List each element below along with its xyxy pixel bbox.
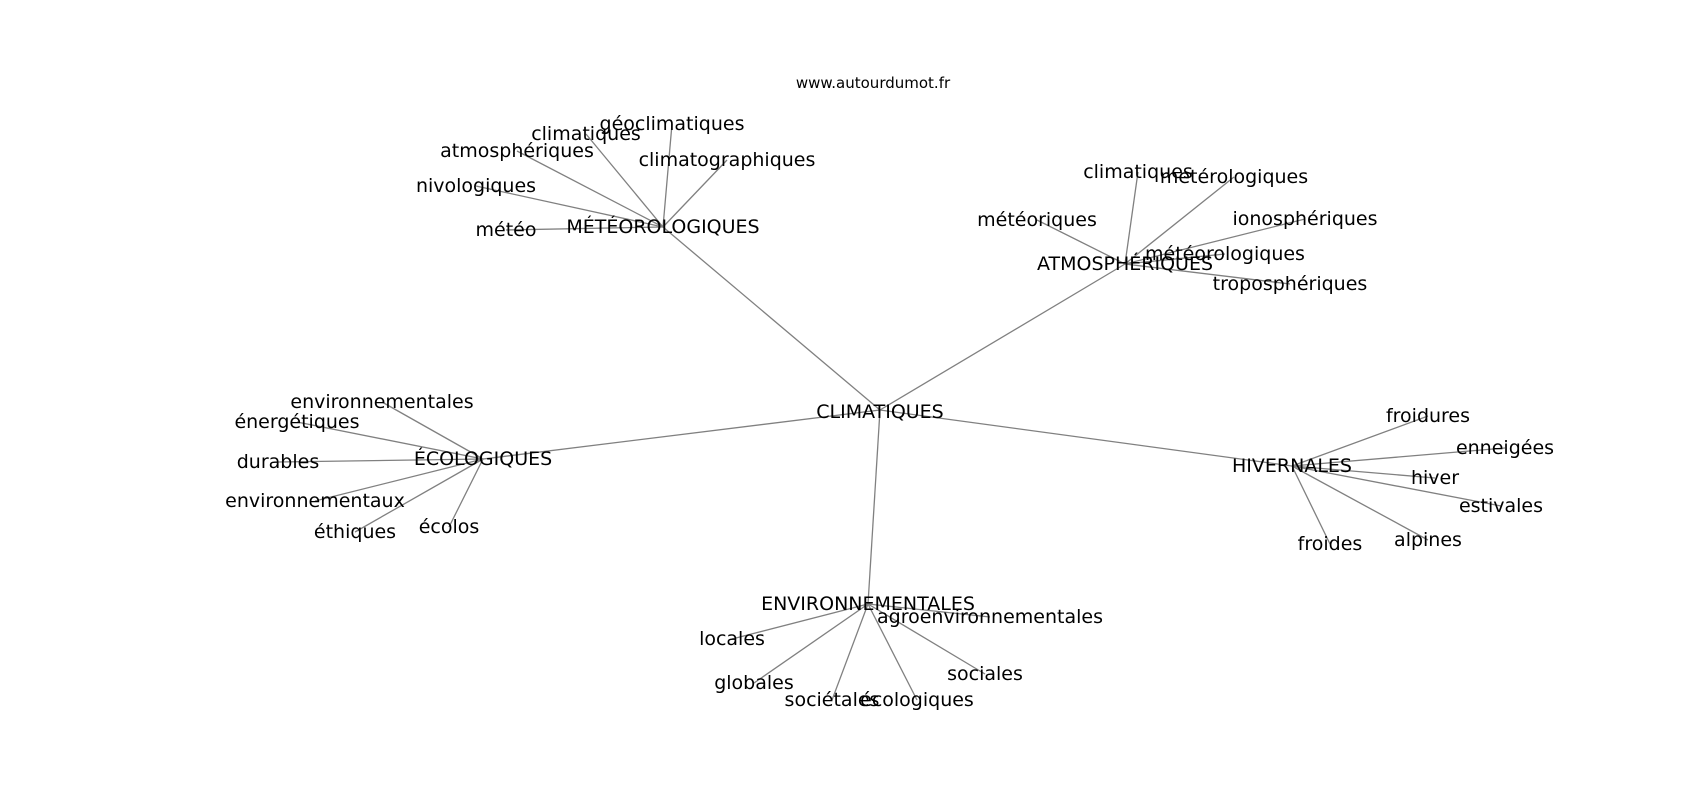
edge-hub-to-word xyxy=(585,133,664,228)
edge-hub-to-word xyxy=(1124,171,1139,265)
edge-hub-to-word xyxy=(381,401,484,460)
related-word-label: sociétales xyxy=(785,689,880,711)
edge-hub-to-word xyxy=(662,159,728,228)
related-word-label: écolos xyxy=(419,516,480,538)
hub-word-label: MÉTÉOROLOGIQUES xyxy=(566,215,759,238)
related-word-label: froidures xyxy=(1386,405,1470,427)
related-word-label: énergétiques xyxy=(234,411,359,433)
edge-hub-to-word xyxy=(505,226,664,231)
edge-hub-to-word xyxy=(1124,218,1306,265)
related-word-label: météorologiques xyxy=(1145,243,1305,265)
edge-hub-to-word xyxy=(731,603,869,640)
edge-hub-to-word xyxy=(1291,465,1429,541)
graph-edges xyxy=(277,123,1506,701)
edge-hub-to-word xyxy=(867,603,991,618)
related-word-label: globales xyxy=(714,672,794,694)
hub-word-label: ENVIRONNEMENTALES xyxy=(761,593,975,615)
edge-hub-to-word xyxy=(1036,219,1126,265)
related-word-label: alpines xyxy=(1394,529,1462,551)
edge-center-to-hub xyxy=(662,226,881,411)
related-word-label: éthiques xyxy=(314,521,396,543)
edge-hub-to-word xyxy=(1291,465,1502,507)
edge-hub-to-word xyxy=(831,603,869,701)
hub-word-label: HIVERNALES xyxy=(1232,455,1352,477)
edge-hub-to-word xyxy=(475,185,664,228)
edge-hub-to-word xyxy=(354,458,484,533)
related-word-label: enneigées xyxy=(1456,437,1554,459)
edge-hub-to-word xyxy=(516,150,664,228)
edge-center-to-hub xyxy=(879,263,1126,411)
edge-hub-to-word xyxy=(296,421,484,460)
related-word-label: écologiques xyxy=(860,689,974,711)
related-word-label: agroenvironnementales xyxy=(877,606,1103,628)
related-word-label: hiver xyxy=(1411,467,1459,489)
related-word-label: climatiques xyxy=(1083,161,1193,183)
related-word-label: environnementales xyxy=(290,391,473,413)
related-word-label: sociales xyxy=(947,663,1023,685)
center-word-label: CLIMATIQUES xyxy=(816,401,944,423)
edge-hub-to-word xyxy=(867,603,986,675)
related-word-label: estivales xyxy=(1459,495,1543,517)
related-word-label: metérologiques xyxy=(1160,166,1308,188)
hub-word-label: ATMOSPHÉRIQUES xyxy=(1037,252,1213,275)
edge-hub-to-word xyxy=(314,458,484,502)
edge-hub-to-word xyxy=(867,603,918,701)
related-word-label: géoclimatiques xyxy=(600,113,745,135)
edge-center-to-hub xyxy=(879,409,1293,467)
related-word-label: locales xyxy=(699,628,765,650)
related-word-label: froides xyxy=(1298,533,1363,555)
edge-hub-to-word xyxy=(1124,176,1235,265)
edge-hub-to-word xyxy=(448,458,484,528)
edge-hub-to-word xyxy=(1124,253,1226,265)
related-word-label: climatiques xyxy=(531,123,641,145)
related-word-label: troposphériques xyxy=(1213,273,1368,295)
graph-labels: www.autourdumot.fr géoclimatiquesclimati… xyxy=(225,74,1554,711)
edge-center-to-hub xyxy=(867,409,881,605)
edge-center-to-hub xyxy=(482,409,881,460)
related-word-label: ionosphériques xyxy=(1232,208,1377,230)
related-word-label: atmosphériques xyxy=(440,140,594,162)
hub-word-label: ÉCOLOGIQUES xyxy=(414,447,552,470)
edge-hub-to-word xyxy=(277,458,484,463)
edge-hub-to-word xyxy=(1291,465,1436,479)
source-url: www.autourdumot.fr xyxy=(796,74,951,92)
edge-hub-to-word xyxy=(753,603,869,684)
edge-hub-to-word xyxy=(1291,415,1429,467)
related-word-label: climatographiques xyxy=(639,149,816,171)
related-word-label: nivologiques xyxy=(416,175,536,197)
related-word-label: durables xyxy=(237,451,320,473)
related-word-label: météoriques xyxy=(977,209,1097,231)
related-word-label: météo xyxy=(476,219,537,241)
edge-hub-to-word xyxy=(662,123,673,228)
edge-hub-to-word xyxy=(1291,447,1506,467)
related-word-label: environnementaux xyxy=(225,490,405,512)
edge-hub-to-word xyxy=(1124,263,1291,285)
edge-hub-to-word xyxy=(1291,465,1331,545)
